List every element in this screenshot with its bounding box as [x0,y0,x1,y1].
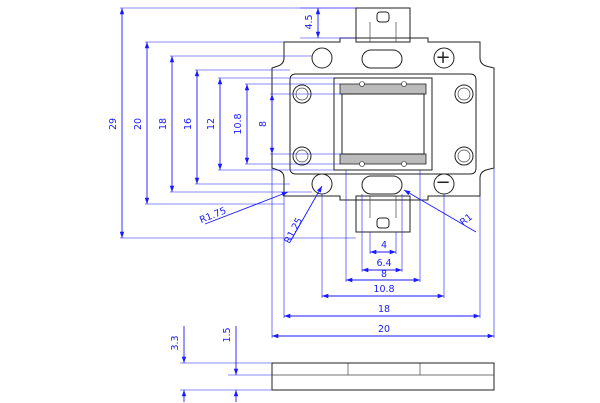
radius-r1-25: R1.25 [282,216,305,246]
mounting-hole-top-left [311,47,333,69]
minus-symbol: − [435,172,450,193]
bottom-tab-slot [376,217,390,229]
emitter-outer [333,77,433,171]
mounting-hole-top-right [433,47,455,69]
dim-4-5: 4.5 [304,14,315,29]
dim-16: 16 [183,118,194,130]
dim-10-8-vertical: 10.8 [233,113,244,134]
top-tab-slot [376,11,390,23]
thickness-dimensions: 3.3 1.5 [170,326,272,402]
dim-6-4: 6.4 [376,258,391,269]
vertical-dimensions: 29 20 18 16 12 10.8 8 4.5 [108,7,356,239]
plus-symbol: + [435,47,450,68]
dim-18-vertical: 18 [158,118,169,130]
top-pad [361,49,403,69]
side-view-body [271,362,495,391]
dim-3-3: 3.3 [170,335,181,350]
inner-frame [289,73,477,175]
emitter-top-strip [339,83,427,95]
emitter-chip [341,93,425,155]
dim-8-horizontal: 8 [381,269,387,280]
dim-20-horizontal: 20 [378,324,390,335]
mounting-hole-bottom-left [311,173,333,195]
bottom-terminal-tab [355,199,411,233]
radius-callouts: R1.75 R1.25 R1 [198,185,477,246]
corner-pad-bl [292,146,312,166]
dim-12: 12 [206,118,217,130]
dim-18-horizontal: 18 [378,304,390,315]
dim-8-vertical: 8 [258,121,269,127]
dim-4: 4 [381,240,387,251]
corner-pad-tr [454,84,474,104]
dim-1-5: 1.5 [222,327,233,342]
horizontal-dimensions: 4 6.4 8 10.8 18 20 [271,168,495,339]
radius-r1-75: R1.75 [198,205,228,226]
dim-29: 29 [108,118,119,130]
dim-10-8-horizontal: 10.8 [373,284,394,295]
radius-r1: R1 [458,212,475,228]
corner-pad-br [454,146,474,166]
emitter-bottom-strip [339,153,427,165]
package-top-view: + − [271,7,495,233]
package-side-view [271,362,495,391]
bottom-pad [361,175,403,195]
dim-20-vertical: 20 [133,118,144,130]
